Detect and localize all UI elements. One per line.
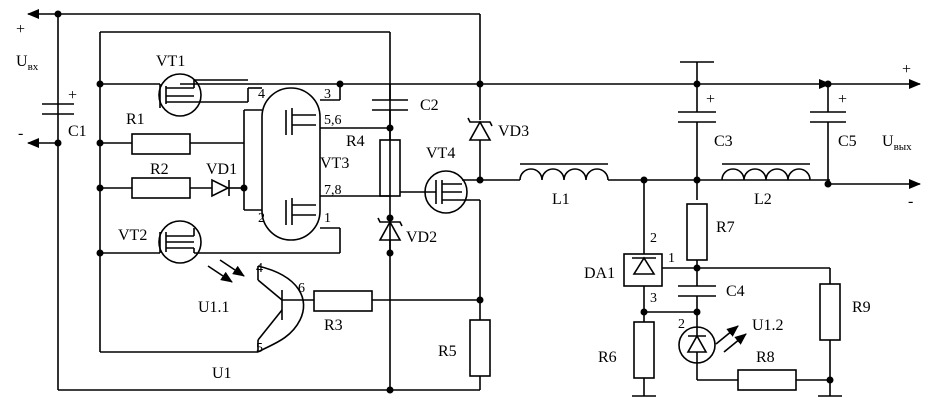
capacitor-c2 xyxy=(372,84,408,128)
vt3-pin-78: 7,8 xyxy=(324,183,342,198)
c5-plus: + xyxy=(838,91,847,108)
r6-label: R6 xyxy=(598,349,617,366)
zener-vd3 xyxy=(467,14,493,180)
regulator-da1 xyxy=(623,180,830,312)
da1-pin-2: 2 xyxy=(650,231,657,246)
capacitor-c5 xyxy=(810,84,846,184)
u1-2-label: U1.2 xyxy=(752,317,784,334)
c4-label: C4 xyxy=(726,283,745,300)
diode-vd1 xyxy=(211,178,244,198)
uin-label: Uвх xyxy=(16,53,39,73)
r1-label: R1 xyxy=(126,111,145,128)
inductor-l2 xyxy=(721,163,811,181)
u1-pin-5: 5 xyxy=(256,341,263,356)
vt3-pin-4: 4 xyxy=(258,87,265,102)
u1-pin-6: 6 xyxy=(298,281,305,296)
u12-pin-2: 2 xyxy=(678,317,685,332)
resistor-r8 xyxy=(697,369,830,391)
uin-plus: + xyxy=(16,21,25,38)
vt3-pin-3: 3 xyxy=(324,87,331,102)
r4-label: R4 xyxy=(346,133,365,150)
resistor-r5 xyxy=(469,319,491,390)
resistor-r9 xyxy=(818,268,842,397)
r5-label: R5 xyxy=(438,343,457,360)
r2-label: R2 xyxy=(150,161,169,178)
uout-plus: + xyxy=(902,61,911,78)
inductor-l1 xyxy=(480,163,830,181)
capacitor-c1 xyxy=(42,103,74,115)
r3-label: R3 xyxy=(324,317,343,334)
resistor-r2 xyxy=(100,177,212,199)
u1-pin-4: 4 xyxy=(256,261,263,276)
c1-plus: + xyxy=(68,87,77,104)
r9-label: R9 xyxy=(852,299,871,316)
resistor-r4 xyxy=(379,128,401,197)
da1-label: DA1 xyxy=(584,265,615,282)
da1-pin-1: 1 xyxy=(668,251,675,266)
l2-label: L2 xyxy=(754,191,772,208)
vd2-label: VD2 xyxy=(406,229,437,246)
resistor-r3 xyxy=(313,290,480,312)
vt3-label: VT3 xyxy=(320,155,349,172)
uin-minus: - xyxy=(18,125,23,142)
input-rails xyxy=(27,9,480,391)
driver-vt3 xyxy=(244,84,390,253)
zener-vd2 xyxy=(377,217,403,253)
c3-label: C3 xyxy=(714,133,733,150)
c2-label: C2 xyxy=(420,97,439,114)
vd1-label: VD1 xyxy=(206,161,237,178)
transistor-vt1 xyxy=(100,73,249,117)
resistor-r1 xyxy=(100,133,244,155)
vt3-pin-56: 5,6 xyxy=(324,113,342,128)
r8-label: R8 xyxy=(756,349,775,366)
vt3-pin-2: 2 xyxy=(258,211,265,226)
transistor-vt2 xyxy=(100,220,340,264)
uout-minus: - xyxy=(908,193,913,210)
optocoupler-led-u1-2 xyxy=(678,312,747,380)
vt1-label: VT1 xyxy=(156,53,185,70)
capacitor-c3 xyxy=(678,61,716,200)
vt4-label: VT4 xyxy=(426,145,455,162)
uout-label: Uвых xyxy=(882,133,912,153)
capacitor-c4 xyxy=(644,268,716,313)
c5-label: C5 xyxy=(838,133,857,150)
resistor-r6 xyxy=(632,312,656,397)
c3-plus: + xyxy=(706,91,715,108)
resistor-r7 xyxy=(686,203,708,268)
l1-label: L1 xyxy=(552,191,570,208)
r7-label: R7 xyxy=(716,219,735,236)
da1-pin-3: 3 xyxy=(650,291,657,306)
optocoupler-u1 xyxy=(207,259,314,353)
u1-1-label: U1.1 xyxy=(198,299,230,316)
u1-label: U1 xyxy=(212,365,232,382)
c1-label: C1 xyxy=(68,123,87,140)
vd3-label: VD3 xyxy=(498,123,529,140)
vt3-pin-1: 1 xyxy=(324,211,331,226)
vt2-label: VT2 xyxy=(118,227,147,244)
control-frame xyxy=(96,31,394,394)
